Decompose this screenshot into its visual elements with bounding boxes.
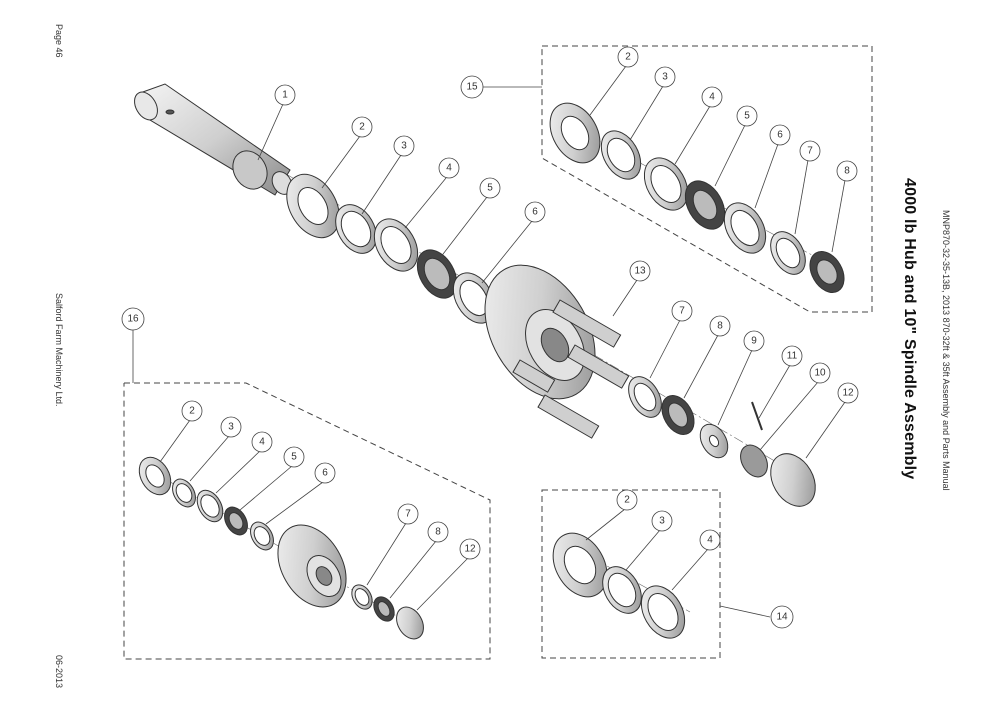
callout-kit16-12: 12 <box>464 544 476 555</box>
callout-kit14-3: 3 <box>659 516 665 527</box>
spindle-part <box>134 83 293 196</box>
callout-kit15-4: 4 <box>709 92 715 103</box>
kit-14-box <box>541 489 721 659</box>
callout-kit-16: 16 <box>127 314 139 325</box>
callout-kit16-8: 8 <box>435 527 441 538</box>
callout-kit15-7: 7 <box>807 146 813 157</box>
callout-numbers: 1 2 3 4 5 6 13 7 8 9 11 10 12 15 2 3 4 5… <box>127 52 854 623</box>
callout-main-13: 13 <box>634 266 646 277</box>
callout-main-6: 6 <box>532 207 538 218</box>
callout-kit16-6: 6 <box>322 468 328 479</box>
callout-main-8: 8 <box>717 321 723 332</box>
callout-main-3: 3 <box>401 141 407 152</box>
callout-kit-15: 15 <box>466 82 478 93</box>
callout-kit14-4: 4 <box>707 535 713 546</box>
kit-15-box <box>541 45 873 313</box>
callout-kit-14: 14 <box>776 612 788 623</box>
callout-kit16-3: 3 <box>228 422 234 433</box>
callout-kit16-4: 4 <box>259 437 265 448</box>
callout-main-12: 12 <box>842 388 854 399</box>
callout-kit16-2: 2 <box>189 406 195 417</box>
kit-14-parts <box>552 532 686 639</box>
callout-kit15-6: 6 <box>777 130 783 141</box>
callout-kit14-2: 2 <box>624 495 630 506</box>
kit-15-parts <box>549 102 845 293</box>
callout-main-2: 2 <box>359 122 365 133</box>
callout-main-10: 10 <box>814 368 826 379</box>
leader-lines <box>132 65 846 618</box>
callout-main-1: 1 <box>282 90 288 101</box>
callout-kit15-3: 3 <box>662 72 668 83</box>
callout-main-9: 9 <box>751 336 757 347</box>
kit-boxes <box>123 45 873 660</box>
callout-circles <box>121 46 859 629</box>
callout-main-7: 7 <box>679 306 685 317</box>
callout-main-11: 11 <box>787 351 798 362</box>
main-parts <box>286 173 816 507</box>
callout-main-4: 4 <box>446 163 452 174</box>
kit-16-parts <box>138 456 424 640</box>
callout-kit16-5: 5 <box>291 452 297 463</box>
callout-main-5: 5 <box>487 183 493 194</box>
callout-kit15-2: 2 <box>625 52 631 63</box>
kit-16-box <box>123 382 491 660</box>
callout-kit15-5: 5 <box>744 111 750 122</box>
callout-kit16-7: 7 <box>405 509 411 520</box>
callout-kit15-8: 8 <box>844 166 850 177</box>
